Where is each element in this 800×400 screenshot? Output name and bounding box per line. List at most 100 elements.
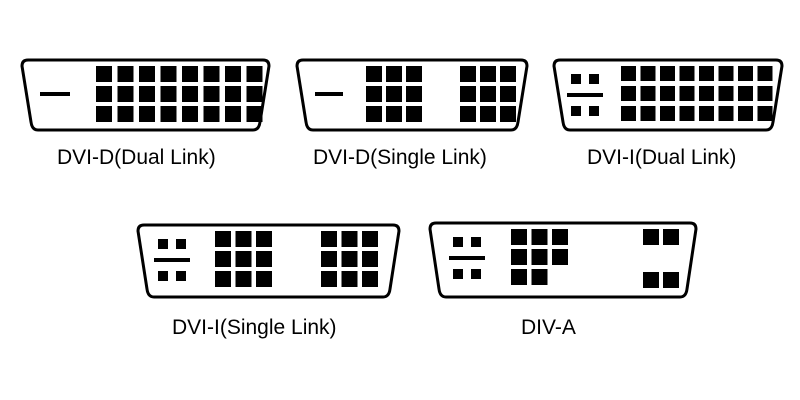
- connector-dvi-i-single-group2-pin-r1c3: [362, 231, 378, 247]
- connector-dvi-d-single-group1-pin-r1c2: [386, 66, 402, 82]
- connector-dvi-i-single-analog-pin-c1: [158, 239, 168, 249]
- connector-dvi-i-dual-pin-r3c8: [757, 106, 773, 121]
- connector-dvi-i-dual-pin-r3c2: [640, 106, 656, 121]
- connector-dvi-i-dual-pin-r3c6: [718, 106, 734, 121]
- connector-dvi-i-single-analog-pin-c3: [158, 271, 168, 281]
- connector-dvi-d-dual-pin-r3c2: [117, 106, 134, 122]
- connector-dvi-d-dual-ground-blade: [40, 92, 70, 96]
- connector-dvi-d-dual-pin-r1c4: [160, 66, 177, 82]
- connector-dvi-i-dual-pin-r3c5: [699, 106, 714, 121]
- connector-dvi-i-dual-pin-r1c6: [718, 66, 734, 81]
- connector-dvi-a-group-pin-r1c2: [531, 229, 548, 245]
- connector-dvi-i-dual-pin-r2c1: [621, 86, 636, 101]
- connector-dvi-d-single-group1-pin-r2c1: [366, 86, 382, 102]
- connector-dvi-i-single-group1-pin-r3c2: [235, 271, 252, 287]
- connector-dvi-a-group-pin-r1c3: [552, 229, 568, 245]
- label-dvi-a: DIV-A: [521, 316, 576, 339]
- connector-dvi-i-single-group2-pin-r2c2: [341, 251, 358, 267]
- connector-dvi-i-single-group2-pin-r3c2: [341, 271, 358, 287]
- connector-dvi-i-dual-pin-r1c8: [757, 66, 773, 81]
- connector-dvi-a-group-pin-r1c1: [511, 229, 527, 245]
- connector-dvi-i-single-group2-pin-r3c1: [321, 271, 337, 287]
- connector-dvi-i-dual-pin-r3c4: [679, 106, 695, 121]
- label-dvi-i-dual: DVI-I(Dual Link): [587, 146, 737, 169]
- label-dvi-i-single: DVI-I(Single Link): [172, 316, 337, 339]
- connector-dvi-d-dual-pin-r1c3: [139, 66, 155, 82]
- connector-dvi-a-group-pin-r2c3: [552, 249, 568, 265]
- connector-dvi-d-single-group1-pin-r2c3: [406, 86, 422, 102]
- connector-dvi-d-dual-pin-r2c3: [139, 86, 155, 102]
- connector-dvi-d-dual-pin-r3c5: [182, 106, 198, 122]
- connector-dvi-d-dual-pin-r2c4: [160, 86, 177, 102]
- connector-dvi-i-dual-pin-r2c6: [718, 86, 734, 101]
- connector-dvi-a-top-pin-r1c2: [663, 229, 679, 245]
- connector-dvi-d-single-group2-pin-r3c3: [500, 106, 516, 122]
- connector-dvi-a-analog-pin-c2: [471, 237, 481, 247]
- connector-dvi-d-single-group2-pin-r1c2: [480, 66, 496, 82]
- connector-dvi-i-single-group1-pin-r1c2: [235, 231, 252, 247]
- connector-dvi-d-single-ground-blade: [315, 92, 343, 96]
- connector-dvi-i-dual-pin-r1c4: [679, 66, 695, 81]
- connector-dvi-i-single-group2-pin-r3c3: [362, 271, 378, 287]
- connector-dvi-d-single-group1-pin-r2c2: [386, 86, 402, 102]
- connector-dvi-i-dual-analog-pin-c2: [589, 74, 599, 84]
- connector-dvi-i-single-group2-pin-r2c3: [362, 251, 378, 267]
- connector-dvi-i-dual-pin-r3c7: [738, 106, 753, 121]
- connector-dvi-d-dual-pin-r1c5: [182, 66, 198, 82]
- connector-dvi-d-single-group2-pin-r3c1: [460, 106, 476, 122]
- connector-dvi-d-dual-pin-r1c7: [225, 66, 241, 82]
- connector-dvi-d-dual-pin-r1c2: [117, 66, 134, 82]
- connector-dvi-a-group-pin-r2c1: [511, 249, 527, 265]
- connector-dvi-i-dual-pin-r2c3: [660, 86, 675, 101]
- connector-dvi-d-single-group2-pin-r2c2: [480, 86, 496, 102]
- connector-dvi-a-analog-pin-c1: [453, 237, 463, 247]
- connector-dvi-i-dual-analog-pin-c3: [571, 106, 581, 116]
- connector-dvi-a-bottom-pin-r1c1: [643, 272, 659, 288]
- connector-dvi-i-dual-ground-blade: [567, 93, 603, 97]
- connector-dvi-a-group-pin-r3c2: [531, 269, 548, 285]
- connector-dvi-d-single-group2-pin-r2c1: [460, 86, 476, 102]
- connector-dvi-a-analog-pin-c4: [471, 269, 481, 279]
- connector-dvi-d-single-group2-pin-r1c1: [460, 66, 476, 82]
- connector-dvi-i-single-group1-pin-r2c2: [235, 251, 252, 267]
- connector-dvi-i-dual-pin-r1c7: [738, 66, 753, 81]
- connector-dvi-d-single-group1-pin-r3c2: [386, 106, 402, 122]
- connector-dvi-d-dual-pin-r2c8: [246, 86, 263, 102]
- connector-dvi-i-single-analog-pin-c2: [176, 239, 186, 249]
- connector-dvi-a-group-pin-r3c1: [511, 269, 527, 285]
- connector-dvi-i-dual-pin-r3c1: [621, 106, 636, 121]
- connector-dvi-d-dual-pin-r1c6: [203, 66, 220, 82]
- connector-dvi-i-dual-pin-r2c5: [699, 86, 714, 101]
- connector-dvi-a-ground-blade: [449, 256, 485, 260]
- connector-dvi-d-dual-pin-r2c5: [182, 86, 198, 102]
- connector-dvi-d-dual-pin-r3c6: [203, 106, 220, 122]
- connector-dvi-i-single-group1-pin-r3c3: [256, 271, 272, 287]
- connector-dvi-i-dual-pin-r2c7: [738, 86, 753, 101]
- connector-dvi-i-single-group2-pin-r1c1: [321, 231, 337, 247]
- connector-dvi-i-single-group1-pin-r1c3: [256, 231, 272, 247]
- connector-dvi-i-single-ground-blade: [154, 258, 190, 262]
- label-dvi-d-single: DVI-D(Single Link): [313, 146, 487, 169]
- connector-dvi-i-single-group1-pin-r2c1: [215, 251, 231, 267]
- connector-dvi-i-single-group2-pin-r2c1: [321, 251, 337, 267]
- connector-dvi-i-single-analog-pin-c4: [176, 271, 186, 281]
- connector-dvi-i-dual-pin-r1c2: [640, 66, 656, 81]
- connector-dvi-d-single-group2-pin-r2c3: [500, 86, 516, 102]
- connector-dvi-d-dual-pin-r3c4: [160, 106, 177, 122]
- connector-dvi-i-single-group2-pin-r1c2: [341, 231, 358, 247]
- connector-dvi-d-single-group2-pin-r1c3: [500, 66, 516, 82]
- connector-dvi-d-single-group1-pin-r3c3: [406, 106, 422, 122]
- connector-dvi-i-dual-pin-r3c3: [660, 106, 675, 121]
- connector-dvi-i-dual-pin-r1c5: [699, 66, 714, 81]
- connector-dvi-d-dual-pin-r3c1: [96, 106, 112, 122]
- connector-dvi-a-group-pin-r2c2: [531, 249, 548, 265]
- connector-dvi-i-dual-analog-pin-c4: [589, 106, 599, 116]
- connector-dvi-d-dual-pin-r3c7: [225, 106, 241, 122]
- connector-dvi-a-bottom-pin-r1c2: [663, 272, 679, 288]
- connector-dvi-d-dual-pin-r2c1: [96, 86, 112, 102]
- connector-dvi-d-dual-pin-r3c8: [246, 106, 263, 122]
- connector-dvi-i-dual-analog-pin-c1: [571, 74, 581, 84]
- connector-dvi-a-top-pin-r1c1: [643, 229, 659, 245]
- connector-dvi-i-dual-pin-r2c2: [640, 86, 656, 101]
